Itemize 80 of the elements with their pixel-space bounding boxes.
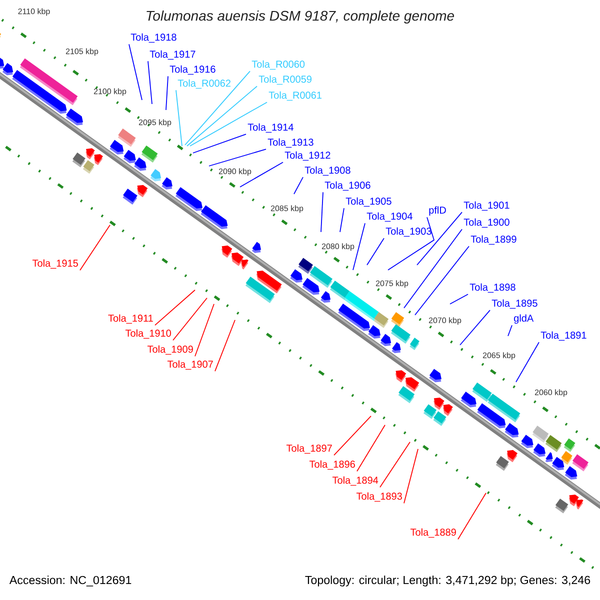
gene-label: Tola_1910 <box>125 329 172 339</box>
leader-line <box>294 176 304 194</box>
leader-line <box>208 148 266 166</box>
gene-label: Tola_1912 <box>284 151 330 161</box>
leader-line <box>186 86 258 146</box>
footer-text: Accession: NC_012691 <box>9 576 132 586</box>
leader-line <box>516 342 540 382</box>
leader-line <box>352 222 366 270</box>
leader-line <box>404 448 418 504</box>
gene-label: Tola_1891 <box>540 331 586 341</box>
leader-line <box>416 212 462 266</box>
leader-line <box>192 134 246 154</box>
leader-line <box>414 246 470 316</box>
gene-label: Tola_1907 <box>167 360 213 370</box>
leader-line <box>460 310 490 346</box>
leader-line <box>334 416 372 456</box>
leader-line <box>340 208 344 232</box>
gene-label: Tola_1899 <box>470 235 516 245</box>
gene-label: Tola_1895 <box>492 299 538 309</box>
gene-label: Tola_1894 <box>332 476 378 486</box>
gene-label: Tola_1908 <box>304 166 350 176</box>
title: Tolumonas auensis DSM 9187, complete genome <box>146 10 454 24</box>
gene-label: Tola_1916 <box>170 65 216 75</box>
leader-line <box>388 216 435 270</box>
scale-label: 2095 kbp <box>138 119 172 127</box>
leader-line <box>166 76 168 110</box>
scale-label: 2060 kbp <box>534 389 568 397</box>
leader-line <box>380 442 410 488</box>
leader-line <box>214 320 236 372</box>
gene-label: Tola_1896 <box>309 460 355 470</box>
gene-label: Tola_1900 <box>464 218 510 228</box>
gene-label: pflD <box>429 206 446 216</box>
leader-line <box>148 60 152 104</box>
leader-line <box>172 298 208 341</box>
gene-label: Tola_1898 <box>470 283 516 293</box>
gene-label: Tola_1906 <box>324 181 370 191</box>
gene-label: Tola_1904 <box>366 212 412 222</box>
leader-line <box>320 192 324 232</box>
scale-label: 2080 kbp <box>322 243 354 251</box>
scale-label: 2070 kbp <box>428 317 462 325</box>
leader-line <box>194 304 214 357</box>
gene-label: Tola_1914 <box>248 123 294 133</box>
leader-line <box>190 102 268 146</box>
scale-label: 2090 kbp <box>218 168 252 176</box>
gene-label: Tola_1918 <box>130 33 176 43</box>
gene-label: Tola_1889 <box>410 528 456 538</box>
leader-line <box>240 162 284 188</box>
leader-line <box>404 228 462 308</box>
scale-label: 2075 kbp <box>376 280 408 288</box>
gene-label: Tola_1915 <box>32 259 78 269</box>
gene-label: Tola_1897 <box>286 444 332 454</box>
gene-label: Tola_1917 <box>150 50 196 60</box>
leader-line <box>458 492 486 540</box>
leader-line <box>154 290 196 326</box>
gene-label: Tola_R0059 <box>258 75 312 85</box>
gene-label: Tola_1911 <box>108 314 153 324</box>
leader-line <box>176 90 182 146</box>
leader-line <box>184 70 250 146</box>
leader-line <box>366 238 384 266</box>
gene-label: Tola_1905 <box>346 197 392 207</box>
leader-line <box>356 424 386 472</box>
gene-label: Tola_R0062 <box>178 79 230 89</box>
leader-line <box>128 44 142 100</box>
gene-label: gldA <box>514 314 534 324</box>
leader-line <box>450 294 468 304</box>
scale-label: 2065 kbp <box>482 352 516 360</box>
scale-label: 2100 kbp <box>94 88 126 96</box>
gene-label: Tola_1903 <box>386 227 432 237</box>
leader-line <box>508 324 512 336</box>
gene-label: Tola_1913 <box>268 138 314 148</box>
leader-line <box>80 224 110 271</box>
gene-label: Tola_R0061 <box>268 91 322 101</box>
gene-label: Tola_R0060 <box>252 60 305 70</box>
gene-label: Tola_1909 <box>147 345 193 355</box>
gene-label: Tola_1893 <box>356 492 402 502</box>
scale-label: 2105 kbp <box>66 48 98 56</box>
scale-label: 2110 kbp <box>18 8 50 16</box>
scale-label: 2085 kbp <box>270 205 304 213</box>
gene-label: Tola_1901 <box>464 201 510 211</box>
footer-text: Topology: circular; Length: 3,471,292 bp; Genes: 3,246 <box>305 576 590 586</box>
